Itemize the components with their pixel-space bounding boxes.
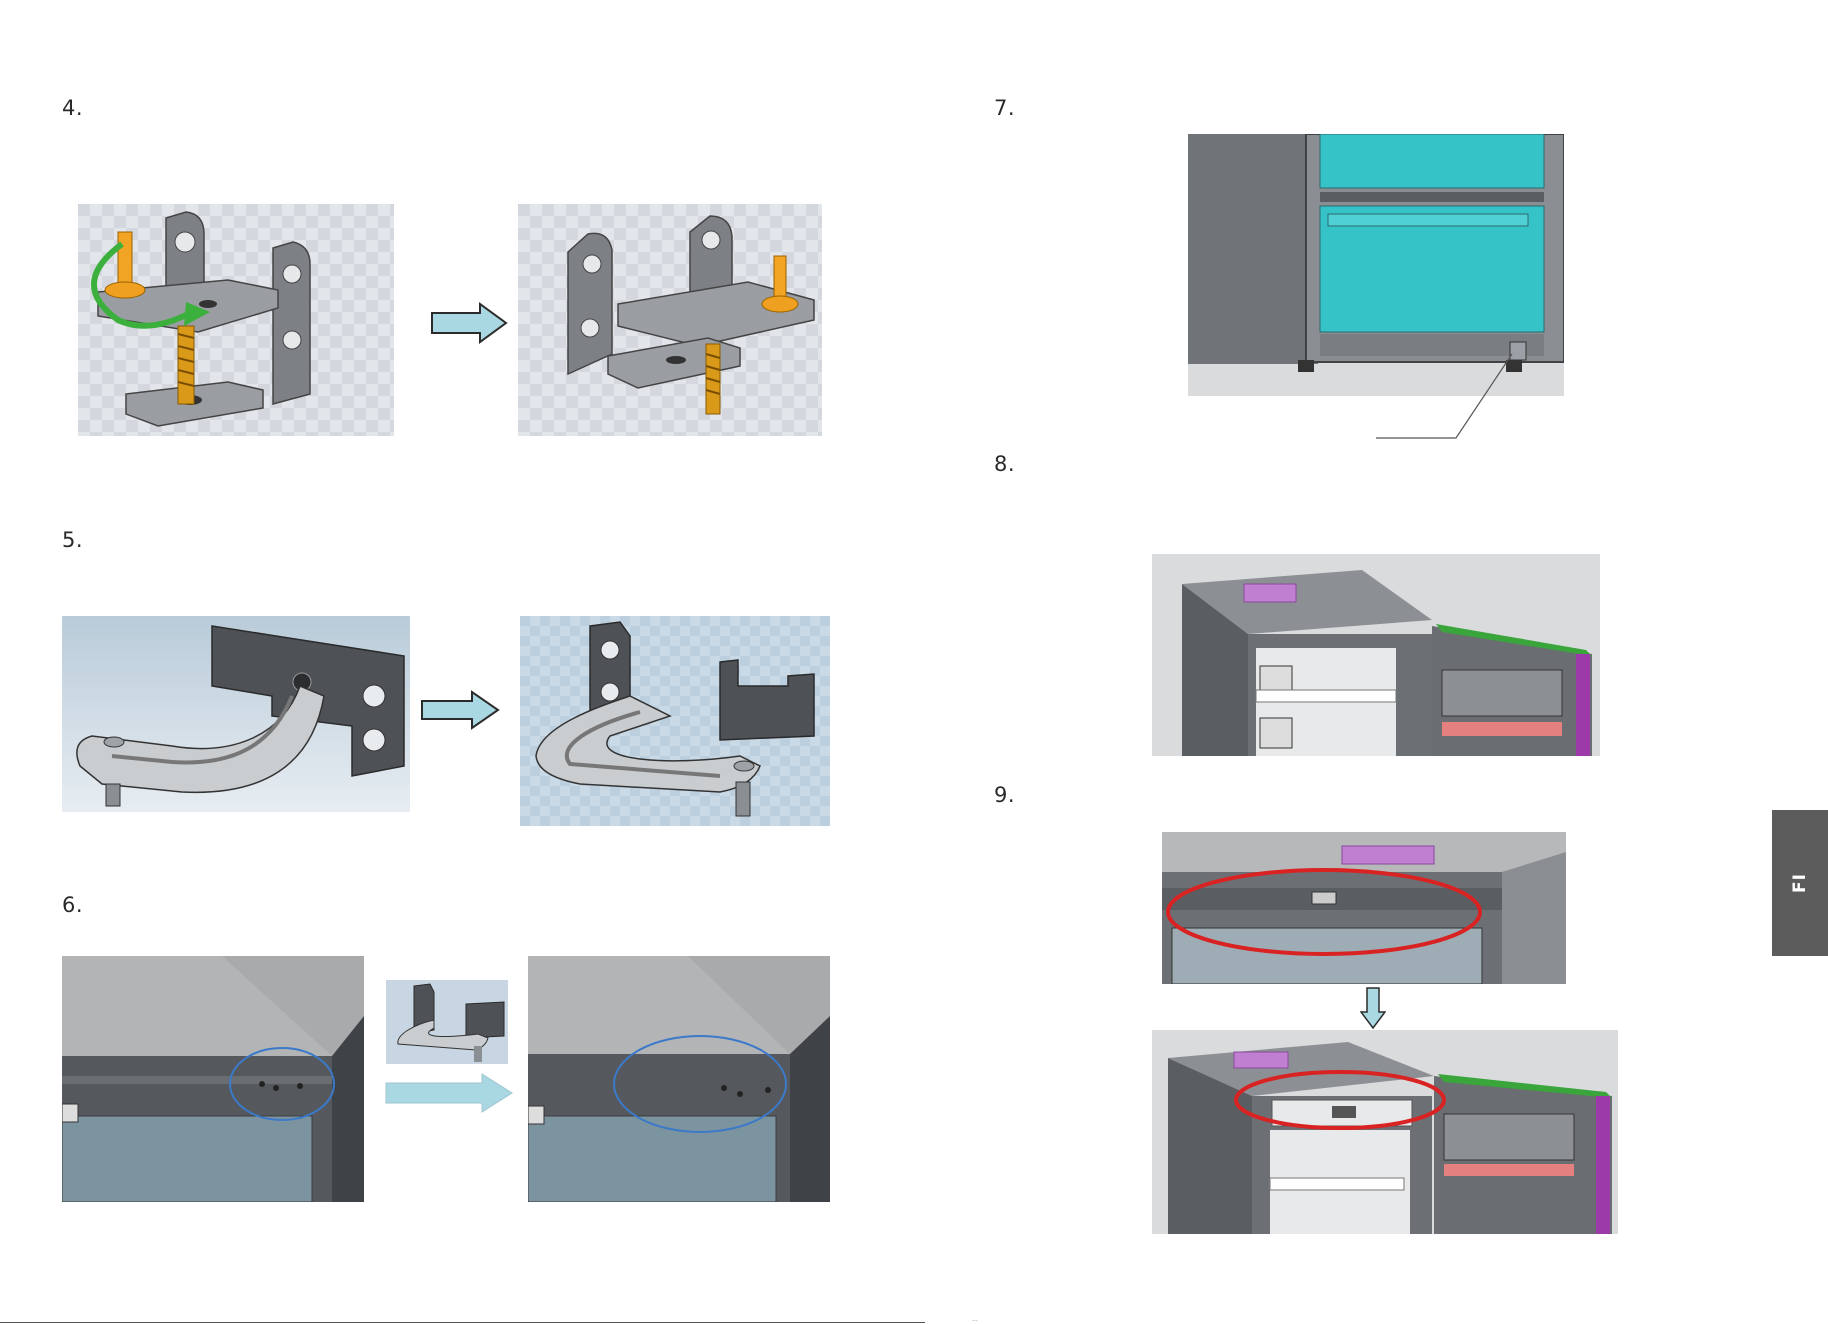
callout-leader-line: [1374, 352, 1514, 440]
step-number-4: 4.: [62, 96, 83, 120]
fridge-corner-before-illustration: [62, 956, 364, 1202]
language-tab-label: FI: [1790, 873, 1810, 893]
step-number-7: 7.: [994, 96, 1015, 120]
door-hinge-before-illustration: [62, 616, 410, 812]
step-number-9: 9.: [994, 783, 1015, 807]
step-number-5: 5.: [62, 528, 83, 552]
language-tab: FI: [1772, 810, 1828, 956]
fridge-top-strip-after-illustration: [1152, 1030, 1618, 1234]
step6-transition-arrow: [384, 1072, 514, 1114]
door-hinge-after-illustration: [520, 616, 830, 826]
hinge-before-illustration: [78, 204, 394, 436]
fridge-open-door-illustration: [1152, 554, 1600, 756]
footer-rule: [0, 1322, 925, 1323]
step4-transition-arrow: [430, 302, 508, 344]
hinge-part-inset-illustration: [386, 980, 508, 1064]
step-number-6: 6.: [62, 893, 83, 917]
step5-transition-arrow: [420, 690, 500, 730]
step9-transition-arrow: [1360, 986, 1386, 1030]
hinge-after-illustration: [518, 204, 822, 436]
footer-page-mark: ...: [972, 1316, 978, 1323]
fridge-corner-after-illustration: [528, 956, 830, 1202]
fridge-top-strip-before-illustration: [1162, 832, 1566, 984]
step-number-8: 8.: [994, 452, 1015, 476]
